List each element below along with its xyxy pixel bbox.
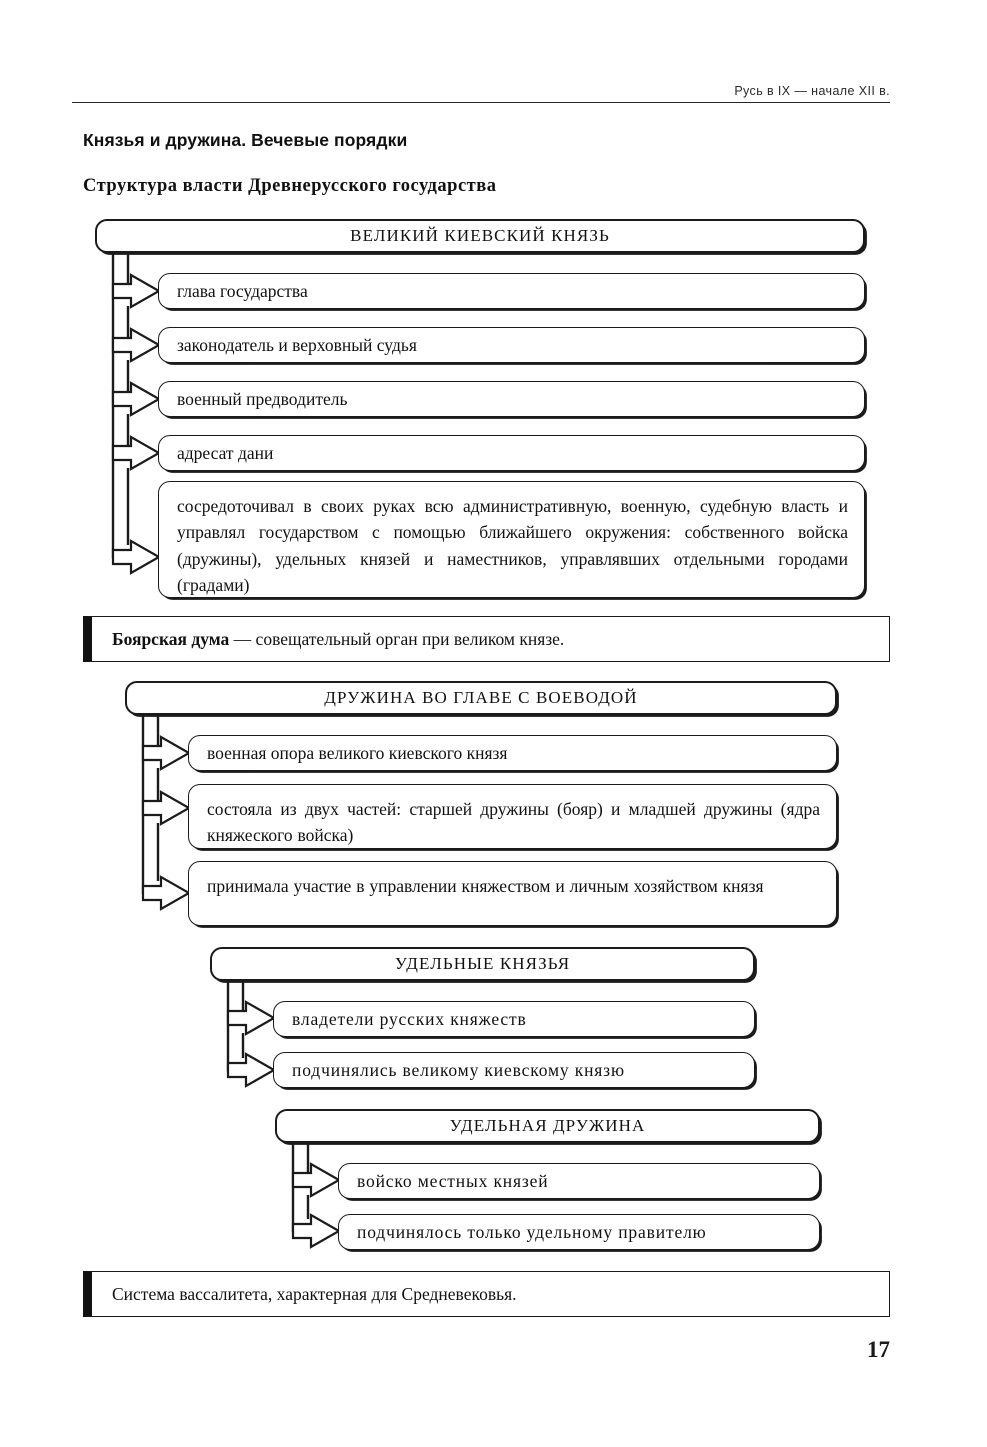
box-prince-item-1: глава государства bbox=[158, 273, 865, 309]
box-udelnaya-druzhina-head-label: УДЕЛЬНАЯ ДРУЖИНА bbox=[449, 1115, 646, 1135]
box-druzhina-item-2-label: состояла из двух частей: старшей дружины… bbox=[207, 799, 820, 846]
box-prince-item-5-label: сосредоточивал в своих руках всю админис… bbox=[177, 496, 848, 595]
page-title: Князья и дружина. Вечевые порядки bbox=[83, 130, 408, 150]
note-vassalage: Система вассалитета, характерная для Сре… bbox=[83, 1271, 890, 1317]
box-druzhina-item-3: принимала участие в управлении княжество… bbox=[188, 861, 837, 926]
note-vassalage-text: Система вассалитета, характерная для Сре… bbox=[112, 1283, 517, 1304]
box-udelnaya-druzhina-item-1: войско местных князей bbox=[338, 1163, 820, 1199]
box-prince-item-4-label: адресат дани bbox=[177, 442, 274, 463]
box-druzhina-head: ДРУЖИНА ВО ГЛАВЕ С ВОЕВОДОЙ bbox=[125, 681, 837, 715]
box-udelnye-knyazya-item-2-label: подчинялись великому киевскому князю bbox=[292, 1059, 625, 1080]
box-druzhina-item-1-label: военная опора великого киевского князя bbox=[207, 742, 508, 763]
box-druzhina-item-1: военная опора великого киевского князя bbox=[188, 735, 837, 771]
box-prince-item-3: военный предводитель bbox=[158, 381, 865, 417]
box-prince-item-2-label: законодатель и верховный судья bbox=[177, 334, 417, 355]
section-subtitle: Структура власти Древнерусского государс… bbox=[83, 176, 497, 196]
box-udelnye-knyazya-item-1: владетели русских княжеств bbox=[273, 1001, 755, 1037]
note-boyar-duma-term: Боярская дума bbox=[112, 628, 230, 649]
note-boyar-duma-text: Боярская дума — совещательный орган при … bbox=[112, 629, 564, 650]
box-prince-item-3-label: военный предводитель bbox=[177, 388, 348, 409]
box-druzhina-item-2: состояла из двух частей: старшей дружины… bbox=[188, 784, 837, 849]
box-prince-head: ВЕЛИКИЙ КИЕВСКИЙ КНЯЗЬ bbox=[95, 219, 865, 253]
box-druzhina-head-label: ДРУЖИНА ВО ГЛАВЕ С ВОЕВОДОЙ bbox=[324, 687, 638, 707]
box-udelnye-knyazya-item-2: подчинялись великому киевскому князю bbox=[273, 1052, 755, 1088]
box-udelnye-knyazya-item-1-label: владетели русских княжеств bbox=[292, 1008, 527, 1029]
running-head-text: Русь в IX — начале XII в. bbox=[734, 84, 890, 98]
box-prince-item-1-label: глава государства bbox=[177, 280, 308, 301]
box-udelnaya-druzhina-item-1-label: войско местных князей bbox=[357, 1170, 549, 1191]
box-udelnye-knyazya-head-label: УДЕЛЬНЫЕ КНЯЗЬЯ bbox=[394, 953, 571, 973]
box-prince-item-5: сосредоточивал в своих руках всю админис… bbox=[158, 481, 865, 598]
box-prince-head-label: ВЕЛИКИЙ КИЕВСКИЙ КНЯЗЬ bbox=[350, 225, 610, 245]
note-boyar-duma: Боярская дума — совещательный орган при … bbox=[83, 616, 890, 662]
note-boyar-duma-definition: — совещательный орган при великом князе. bbox=[229, 628, 565, 649]
box-prince-item-4: адресат дани bbox=[158, 435, 865, 471]
running-head: Русь в IX — начале XII в. bbox=[72, 82, 890, 103]
box-druzhina-item-3-label: принимала участие в управлении княжество… bbox=[207, 876, 764, 896]
header-rule bbox=[72, 102, 890, 103]
page-number: 17 bbox=[867, 1337, 890, 1362]
box-udelnye-knyazya-head: УДЕЛЬНЫЕ КНЯЗЬЯ bbox=[210, 947, 755, 981]
box-udelnaya-druzhina-head: УДЕЛЬНАЯ ДРУЖИНА bbox=[275, 1109, 820, 1143]
box-udelnaya-druzhina-item-2: подчинялось только удельному правителю bbox=[338, 1214, 820, 1250]
box-udelnaya-druzhina-item-2-label: подчинялось только удельному правителю bbox=[357, 1221, 707, 1242]
box-prince-item-2: законодатель и верховный судья bbox=[158, 327, 865, 363]
